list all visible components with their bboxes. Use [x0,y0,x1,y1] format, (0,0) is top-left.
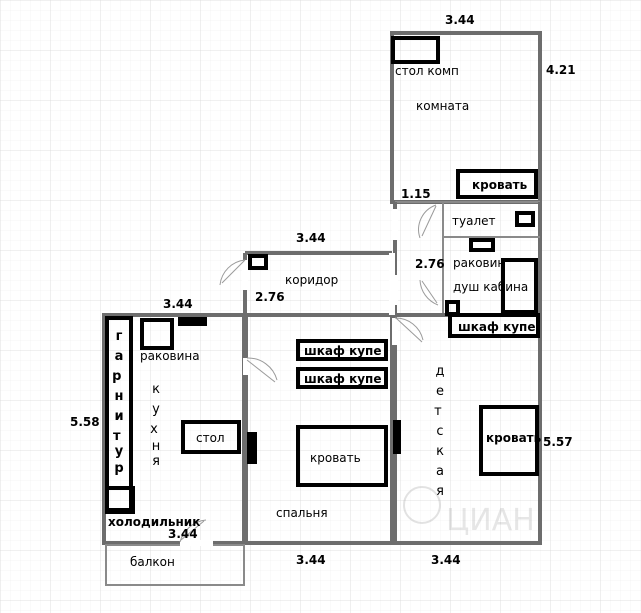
dim-komnata-right: 4.21 [546,63,576,77]
shkaf-kupe-2-label: шкаф купе [304,372,381,386]
door-arc [394,317,424,341]
komnata-label: комната [416,99,469,113]
dim-komnata-top: 3.44 [445,13,475,27]
radiator-detskaya [393,420,401,454]
door-leaf [221,259,246,284]
kholodilnik-label: холодильник [108,515,200,529]
door-leaf [395,317,423,343]
dim-kitchen-left: 5.58 [70,415,100,429]
shkaf-kupe-right-label: шкаф купе [458,320,535,334]
watermark-logo: ЦИАН [403,486,535,538]
dim-kitchen-top: 3.44 [163,297,193,311]
dim-koridor-top: 3.44 [296,231,326,245]
dush-label: душ кабина [453,280,528,294]
balkon-label: балкон [130,555,175,569]
dim-bath-height: 2.76 [415,257,445,271]
doors [179,204,439,543]
krovat-detskaya-box [479,405,539,476]
koridor-label: коридор [285,273,338,287]
krovat-komnata-label: кровать [472,178,528,192]
krovat-detskaya-label: кровать [486,431,542,445]
krovat-komnata-box [456,169,538,199]
shkaf-kupe-right-box [448,313,540,338]
krovat-spalnya-label: кровать [310,451,361,465]
dush-box [501,258,538,314]
door-arc [419,279,439,306]
shkaf-kupe-1-label: шкаф купе [304,344,381,358]
balkon-walls [105,544,245,586]
door-gaps [180,209,398,546]
radiator-spalnya [247,432,257,464]
rakovina-kitchen-box [140,318,174,350]
kholodilnik-box [105,486,135,514]
dim-detskaya-right: 5.57 [543,435,573,449]
dim-detskaya-bottom: 3.44 [431,553,461,567]
door-arc [219,259,246,286]
shkaf-kupe-2-box [296,367,388,389]
door-arc [418,204,437,239]
watermark-circle [403,486,441,524]
dim-tualet-width: 1.15 [401,187,431,201]
stol-box [181,420,241,454]
rakovina-bath-box [469,238,495,252]
door-arc [246,357,278,381]
toilet-icon [515,211,535,227]
door-leaf [421,205,437,237]
shkaf-kupe-1-box [296,339,388,361]
door-leaf [246,359,276,383]
rakovina-kitchen-label: раковина [140,349,200,363]
stol-komp-box [391,36,440,64]
koridor-fixture-icon [248,254,268,270]
tualet-label: туалет [452,214,496,228]
spalnya-label: спальня [276,506,328,520]
stol-komp-label: стол комп [395,64,459,78]
krovat-spalnya-box [296,425,388,487]
dim-spalnya-bottom: 3.44 [296,553,326,567]
rakovina-bath-label: раковин [453,256,505,270]
watermark-text: ЦИАН [446,503,535,538]
door-leaf [180,520,205,541]
door-arc [179,519,207,543]
dim-koridor-left: 2.76 [255,290,285,304]
spalnya-walls [244,313,394,545]
dim-kitchen-bottom: 3.44 [168,527,198,541]
stol-label: стол [196,431,225,445]
door-leaf [421,280,438,304]
hood-block [178,317,207,326]
